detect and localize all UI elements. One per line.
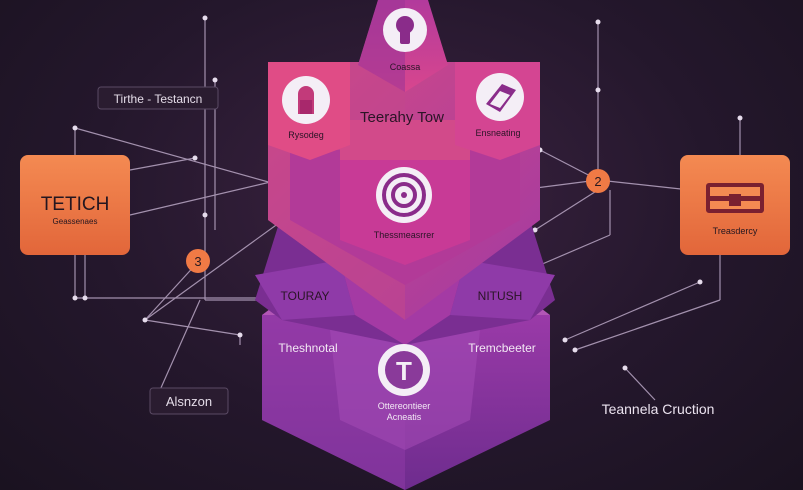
chest-icon <box>706 183 764 213</box>
right-card <box>680 155 790 255</box>
left-card <box>20 155 130 255</box>
base-caption-line1: Ottereontieer <box>378 401 431 411</box>
bottom-left-text: Theshnotal <box>278 341 337 355</box>
base-caption-line2: Acneatis <box>387 412 422 422</box>
target-icon <box>376 167 432 223</box>
left-card-subtitle: Geassenaes <box>53 217 98 226</box>
tag-icon <box>476 73 524 121</box>
right-facet-label: NITUSH <box>478 289 523 303</box>
bottom-left-tag <box>149 387 229 415</box>
badge-3 <box>186 249 210 273</box>
left-facet-label: TOURAY <box>281 289 330 303</box>
lock-icon <box>282 76 330 124</box>
t-letter-icon <box>378 344 430 396</box>
bottom-right-text: Tremcbeeter <box>468 341 536 355</box>
connector-lines <box>74 18 741 401</box>
left-card-title: TETICH <box>41 194 110 215</box>
badge-3-label: 3 <box>194 254 201 269</box>
bottom-right-label: Teannela Cruction <box>602 401 715 417</box>
base-badge-letter: T <box>396 356 412 386</box>
right-gem-caption: Ensneating <box>475 128 520 138</box>
core-caption: Thessmeasrrer <box>374 230 435 240</box>
top-gem-keyhole-icon <box>383 8 427 52</box>
right-card-caption: Treasdercy <box>713 226 758 236</box>
top-left-tag <box>97 86 219 110</box>
badge-2 <box>586 169 610 193</box>
center-label: Teerahy Tow <box>360 109 444 126</box>
badge-2-label: 2 <box>594 174 601 189</box>
top-gem-caption: Coassa <box>390 62 421 72</box>
top-left-tag-text: Tirthe - Testancn <box>114 92 203 106</box>
bottom-left-tag-text: Alsnzon <box>166 394 212 409</box>
left-gem-caption: Rysodeg <box>288 130 324 140</box>
